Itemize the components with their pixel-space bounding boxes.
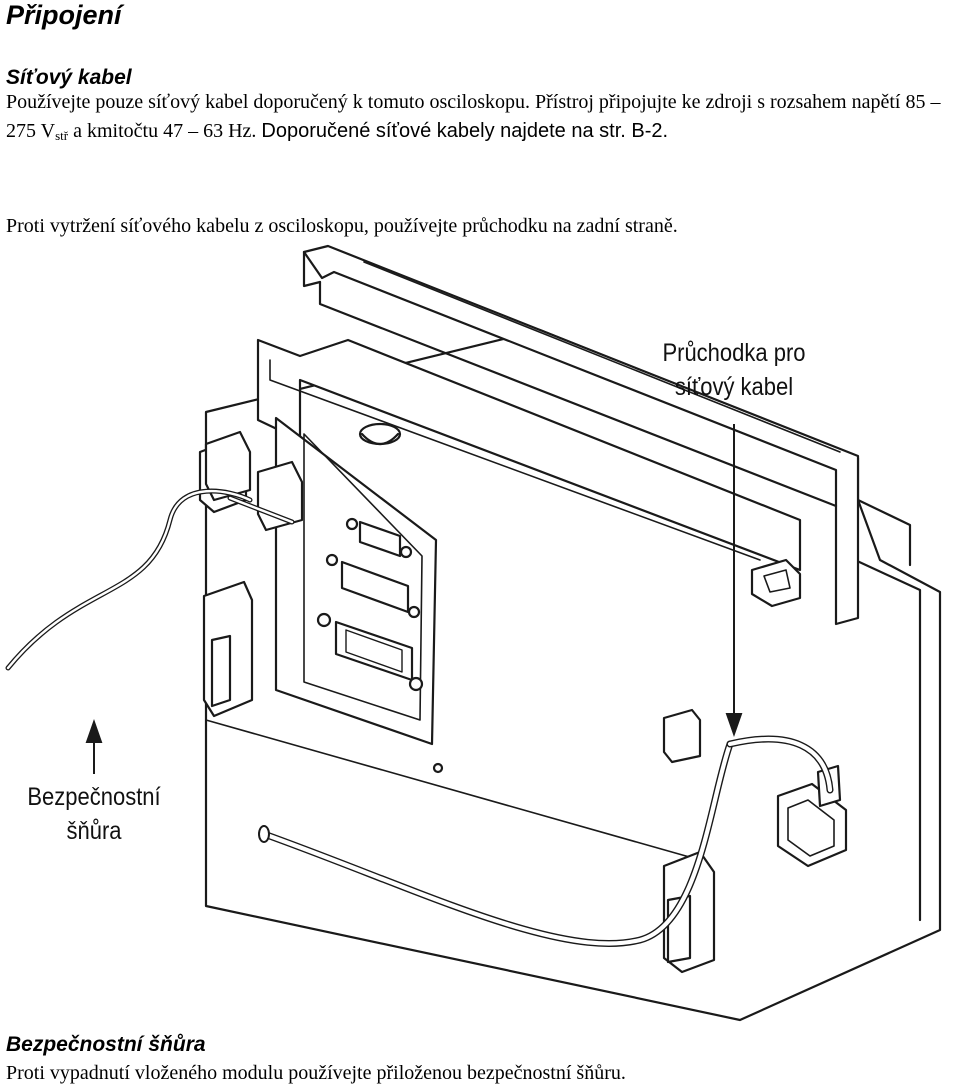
- section-title-power-cord: Síťový kabel: [6, 66, 132, 89]
- safety-cord-arrow: [85, 718, 103, 774]
- module-latch-1: [204, 430, 252, 502]
- power-cord-reference: Doporučené síťové kabely najdete na str.…: [261, 120, 669, 142]
- paragraph-power-cord: Používejte pouze síťový kabel doporučený…: [6, 88, 958, 146]
- chassis-screw: [432, 762, 444, 774]
- parallel-connector-1: [325, 553, 421, 619]
- page-title: Připojení: [6, 0, 122, 30]
- callout-grommet-line-2: síťový kabel: [674, 373, 794, 401]
- section-title-safety-cord: Bezpečnostní šňůra: [6, 1033, 206, 1056]
- top-panel: [256, 338, 802, 572]
- callout-grommet: Průchodka pro síťový kabel: [637, 336, 831, 404]
- rear-foot-right: [662, 850, 716, 974]
- serial-connector: [345, 517, 413, 559]
- safety-cord: [5, 488, 295, 671]
- rear-bump-right: [662, 708, 702, 764]
- parallel-connector-2: [316, 612, 424, 692]
- rear-foot-left-bottom: [202, 580, 254, 718]
- paragraph-strain-relief: Proti vytržení síťového kabelu z oscilos…: [6, 215, 678, 237]
- paragraph-safety-cord: Proti vypadnutí vloženého modulu používe…: [6, 1062, 626, 1084]
- oscilloscope-rear-illustration: [5, 244, 942, 1022]
- callout-safety-cord-line-2: šňůra: [66, 817, 122, 845]
- callout-grommet-line-1: Průchodka pro: [662, 339, 806, 367]
- carrying-handle: [302, 244, 860, 626]
- callout-safety-cord: Bezpečnostní šňůra: [6, 780, 182, 848]
- grommet-arrow: [725, 424, 743, 738]
- grommet-slot: [750, 558, 802, 608]
- power-cord-text-b: a kmitočtu 47 – 63 Hz.: [68, 120, 262, 142]
- power-cord: [258, 735, 834, 947]
- power-cord-text-a: Používejte pouze síťový kabel doporučený…: [6, 91, 941, 142]
- callout-safety-cord-line-1: Bezpečnostní: [27, 783, 161, 811]
- voltage-subscript: stř: [55, 128, 69, 143]
